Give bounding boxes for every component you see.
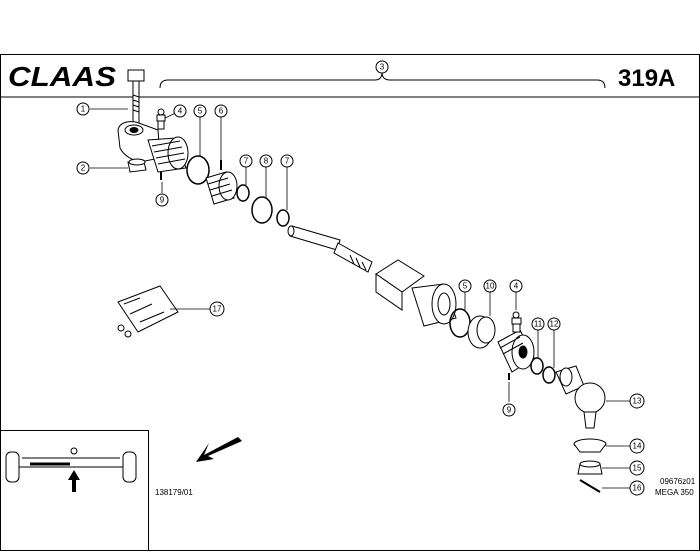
callout-12: 12 [547,317,561,331]
callout-10: 10 [483,279,497,293]
callout-3: 3 [375,60,389,74]
callout-4-right: 4 [509,279,523,293]
brand-logo: CLAAS [8,61,116,92]
callout-16: 16 [629,480,645,496]
callout-5-right: 5 [458,279,472,293]
callout-5-left: 5 [193,104,207,118]
svg-text:9: 9 [160,196,165,205]
page-number: 319A [618,65,675,92]
wiper-seal [467,315,496,349]
svg-text:10: 10 [486,282,495,291]
axle-inset-drawing [5,447,137,483]
callout-6: 6 [214,104,228,118]
grease-nipple-right [511,311,522,333]
svg-text:7: 7 [285,157,290,166]
ball-joint-part [555,365,606,429]
callout-13: 13 [629,393,645,409]
seal-right-b [542,366,556,384]
o-ring-right [449,308,471,338]
piston-part [205,160,238,205]
svg-text:9: 9 [507,406,512,415]
cylinder-tube [375,259,457,327]
svg-text:5: 5 [198,107,203,116]
o-ring-left [186,155,210,185]
cotter-pin-part [579,479,601,493]
group-bracket [159,71,606,89]
location-arrow-icon [68,470,80,492]
clevis-part [117,121,161,163]
grease-nipple-left [156,108,166,130]
callout-17: 17 [209,301,225,317]
svg-text:5: 5 [463,282,468,291]
svg-text:11: 11 [534,320,543,329]
direction-arrow-icon [196,437,242,462]
svg-text:2: 2 [81,164,86,173]
svg-text:8: 8 [264,157,269,166]
svg-text:13: 13 [633,397,642,406]
callout-4-left: 4 [173,104,187,118]
seal-left-a [236,184,250,202]
svg-text:3: 3 [380,63,385,72]
callout-7-b: 7 [280,154,294,168]
svg-text:4: 4 [178,107,183,116]
callout-8: 8 [259,154,273,168]
seal-left-b [276,209,290,227]
callout-11: 11 [531,317,545,331]
svg-text:17: 17 [213,305,222,314]
callout-7-a: 7 [239,154,253,168]
bolt-part [127,69,145,128]
svg-text:7: 7 [244,157,249,166]
svg-text:15: 15 [633,464,642,473]
callout-1: 1 [76,102,90,116]
drawing-reference: 138179/01 [155,488,193,497]
model-name: MEGA 350 [655,488,694,497]
figure-code: 09676z01 [660,477,696,486]
svg-text:16: 16 [633,484,642,493]
seal-right-a [530,357,544,375]
svg-text:4: 4 [514,282,519,291]
svg-text:12: 12 [550,320,559,329]
castle-nut-part [577,460,603,475]
callout-9-left: 9 [155,193,169,207]
callout-9-right: 9 [502,403,516,417]
piston-rod [287,225,373,273]
callout-15: 15 [629,460,645,476]
dust-boot-part [573,438,607,453]
repair-kit-bag [117,285,179,338]
callout-2: 2 [76,161,90,175]
callout-14: 14 [629,438,645,454]
svg-text:6: 6 [219,107,224,116]
ring-part [251,196,273,224]
svg-text:14: 14 [633,442,642,451]
cylinder-head-right [497,329,535,373]
svg-text:1: 1 [81,105,86,114]
nut-part [127,158,147,173]
cylinder-head-left [147,136,189,173]
